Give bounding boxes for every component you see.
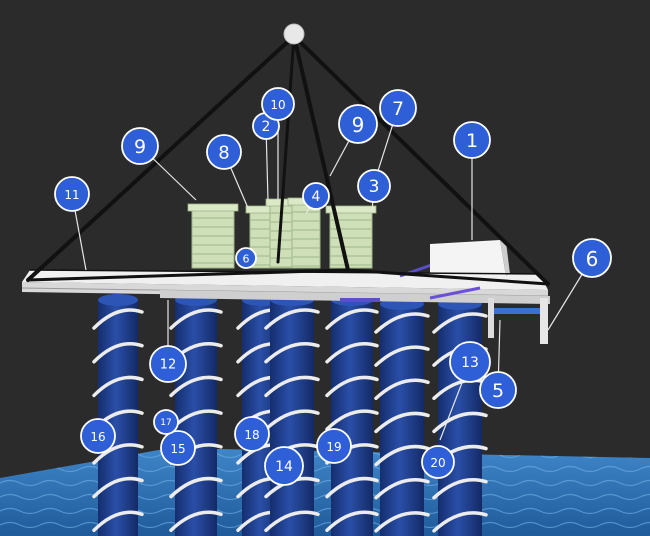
- callout-circle: [153, 409, 179, 435]
- callout-c7: 7: [379, 89, 417, 127]
- callout-circle: [121, 127, 159, 165]
- callout-circle: [206, 134, 242, 170]
- callout-number: 9: [134, 136, 146, 158]
- column-1: [92, 294, 144, 536]
- callout-number: 20: [430, 456, 445, 470]
- callout-circle: [160, 430, 196, 466]
- column-4: [264, 294, 320, 536]
- callout-number: 16: [90, 430, 105, 444]
- callout-number: 6: [586, 247, 599, 271]
- callout-circle: [316, 428, 352, 464]
- callout-c20: 20: [421, 445, 455, 479]
- callout-c1: 1: [453, 121, 491, 159]
- callout-c9b: 9: [338, 104, 378, 144]
- callout-circle: [302, 182, 330, 210]
- equipment-box: [430, 240, 510, 278]
- column-2: [169, 294, 223, 536]
- callout-c18: 18: [234, 416, 270, 452]
- callout-circle: [421, 445, 455, 479]
- callout-number: 7: [392, 98, 404, 120]
- building-left: [187, 203, 239, 269]
- callout-c14: 14: [264, 446, 304, 486]
- callout-c11: 11: [54, 176, 90, 212]
- callout-circle: [338, 104, 378, 144]
- callout-c10: 10: [261, 87, 295, 121]
- callout-number: 5: [492, 380, 504, 402]
- callout-number: 14: [275, 459, 293, 475]
- column-6: [374, 298, 430, 536]
- callout-number: 6: [243, 253, 250, 266]
- callout-c3: 3: [357, 169, 391, 203]
- callout-circle: [572, 238, 612, 278]
- callout-circle: [54, 176, 90, 212]
- callout-number: 17: [160, 418, 171, 428]
- callout-number: 9: [352, 113, 365, 137]
- callout-c19: 19: [316, 428, 352, 464]
- callout-circle: [379, 89, 417, 127]
- callout-circle: [235, 247, 257, 269]
- column-5: [325, 294, 379, 536]
- callout-c12: 12: [149, 345, 187, 383]
- callout-circle: [264, 446, 304, 486]
- callout-circle: [449, 341, 491, 383]
- building-right: [325, 205, 377, 269]
- callout-number: 10: [270, 98, 285, 112]
- callout-circle: [261, 87, 295, 121]
- callout-c6b: 6: [235, 247, 257, 269]
- callout-number: 15: [170, 442, 185, 456]
- callout-number: 19: [326, 440, 341, 454]
- support-columns: [92, 294, 488, 536]
- callout-circle: [357, 169, 391, 203]
- column-7: [432, 298, 488, 536]
- pyramid-frame: [26, 34, 550, 286]
- apex-sphere: [283, 23, 305, 45]
- callout-circle: [453, 121, 491, 159]
- callout-c6a: 6: [572, 238, 612, 278]
- callout-circle: [234, 416, 270, 452]
- callout-c17: 17: [153, 409, 179, 435]
- callout-c8: 8: [206, 134, 242, 170]
- callout-number: 2: [262, 119, 271, 135]
- callout-c9a: 9: [121, 127, 159, 165]
- callout-number: 12: [160, 358, 177, 373]
- callout-circle: [80, 418, 116, 454]
- callout-number: 11: [64, 188, 79, 202]
- callout-circle: [479, 371, 517, 409]
- callout-number: 4: [312, 189, 321, 205]
- callout-c13: 13: [449, 341, 491, 383]
- callout-number: 1: [466, 130, 478, 152]
- callout-number: 3: [369, 177, 380, 197]
- callout-number: 8: [218, 143, 229, 164]
- callout-number: 18: [244, 428, 259, 442]
- callout-circle: [149, 345, 187, 383]
- callout-number: 13: [461, 355, 479, 371]
- callout-c5: 5: [479, 371, 517, 409]
- callout-c16: 16: [80, 418, 116, 454]
- callout-c15: 15: [160, 430, 196, 466]
- callout-c4: 4: [302, 182, 330, 210]
